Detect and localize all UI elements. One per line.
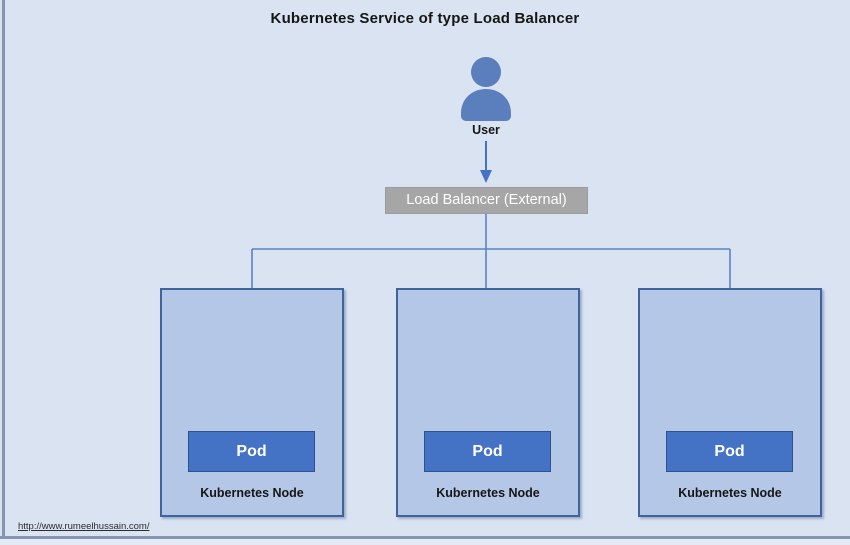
bottom-strip — [0, 539, 850, 545]
kubernetes-node-label-2: Kubernetes Node — [436, 486, 540, 500]
bottom-frame-border — [0, 536, 850, 539]
footer-website-link[interactable]: http://www.rumeelhussain.com/ — [18, 521, 150, 532]
user-label: User — [472, 123, 500, 137]
pod-box-3: Pod — [666, 431, 793, 472]
kubernetes-node-box-1: Pod Kubernetes Node — [160, 288, 344, 517]
diagram-title: Kubernetes Service of type Load Balancer — [270, 10, 580, 27]
kubernetes-node-box-3: Pod Kubernetes Node — [638, 288, 822, 517]
left-frame-border — [2, 0, 5, 537]
user-person-icon — [461, 57, 511, 121]
kubernetes-node-label-1: Kubernetes Node — [200, 486, 304, 500]
kubernetes-node-box-2: Pod Kubernetes Node — [396, 288, 580, 517]
load-balancer-box: Load Balancer (External) — [385, 187, 588, 214]
pod-box-2: Pod — [424, 431, 551, 472]
pod-box-1: Pod — [188, 431, 315, 472]
kubernetes-node-label-3: Kubernetes Node — [678, 486, 782, 500]
